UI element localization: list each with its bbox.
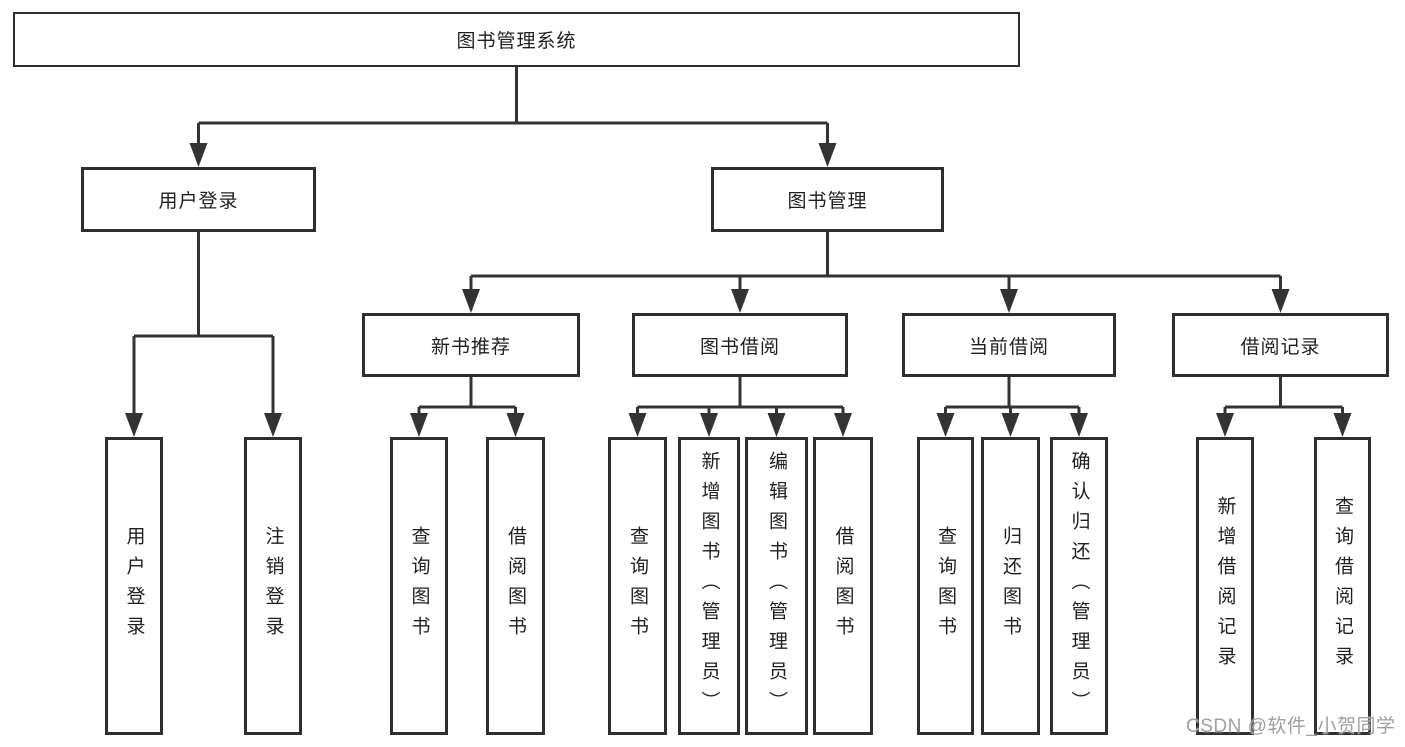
node-new-book-recommend-label: 新书推荐 [430,336,511,358]
leaf-user-login-label: 用户登录 [123,526,145,646]
leaf-current-return: 归还图书 [981,437,1040,735]
node-borrowing-records: 借阅记录 [1172,313,1389,377]
node-book-management-branch-label: 图书管理 [787,191,868,212]
leaf-current-confirm-admin: 确认归还（管理员） [1050,437,1108,735]
node-user-login-branch-label: 用户登录 [158,191,239,212]
leaf-current-confirm-admin-label: 确认归还（管理员） [1068,451,1090,721]
leaf-borrow-borrow-label: 借阅图书 [832,526,854,646]
node-new-book-recommend: 新书推荐 [362,313,580,377]
leaf-user-logout: 注销登录 [244,437,302,735]
node-book-borrowing-label: 图书借阅 [699,336,780,358]
leaf-current-query: 查询图书 [917,437,974,735]
leaf-borrow-add-admin-label: 新增图书（管理员） [698,451,720,721]
leaf-user-login: 用户登录 [105,437,163,735]
node-current-borrowing: 当前借阅 [902,313,1116,377]
node-book-management-branch: 图书管理 [711,167,944,232]
node-root-label: 图书管理系统 [456,31,577,52]
node-current-borrowing-label: 当前借阅 [968,336,1049,358]
leaf-borrow-add-admin: 新增图书（管理员） [678,437,740,735]
leaf-record-query-label: 查询借阅记录 [1332,496,1353,676]
leaf-newbook-borrow-label: 借阅图书 [505,526,526,646]
leaf-current-query-label: 查询图书 [935,526,956,646]
leaf-newbook-borrow: 借阅图书 [486,437,545,735]
leaf-borrow-edit-admin-label: 编辑图书（管理员） [766,451,787,721]
leaf-user-logout-label: 注销登录 [262,526,284,646]
node-root-library-system: 图书管理系统 [13,12,1020,67]
leaf-current-return-label: 归还图书 [1000,526,1021,646]
node-borrowing-records-label: 借阅记录 [1240,336,1321,358]
leaf-record-add-label: 新增借阅记录 [1214,496,1236,676]
leaf-borrow-query: 查询图书 [608,437,667,735]
leaf-record-add: 新增借阅记录 [1196,437,1254,735]
leaf-borrow-edit-admin: 编辑图书（管理员） [745,437,808,735]
leaf-borrow-query-label: 查询图书 [627,526,648,646]
leaf-record-query: 查询借阅记录 [1314,437,1371,735]
node-user-login-branch: 用户登录 [81,167,316,232]
leaf-newbook-query: 查询图书 [390,437,448,735]
leaf-newbook-query-label: 查询图书 [408,526,430,646]
csdn-watermark: CSDN @软件_小贺同学 [1186,716,1396,737]
node-book-borrowing: 图书借阅 [632,313,848,377]
leaf-borrow-borrow: 借阅图书 [813,437,873,735]
